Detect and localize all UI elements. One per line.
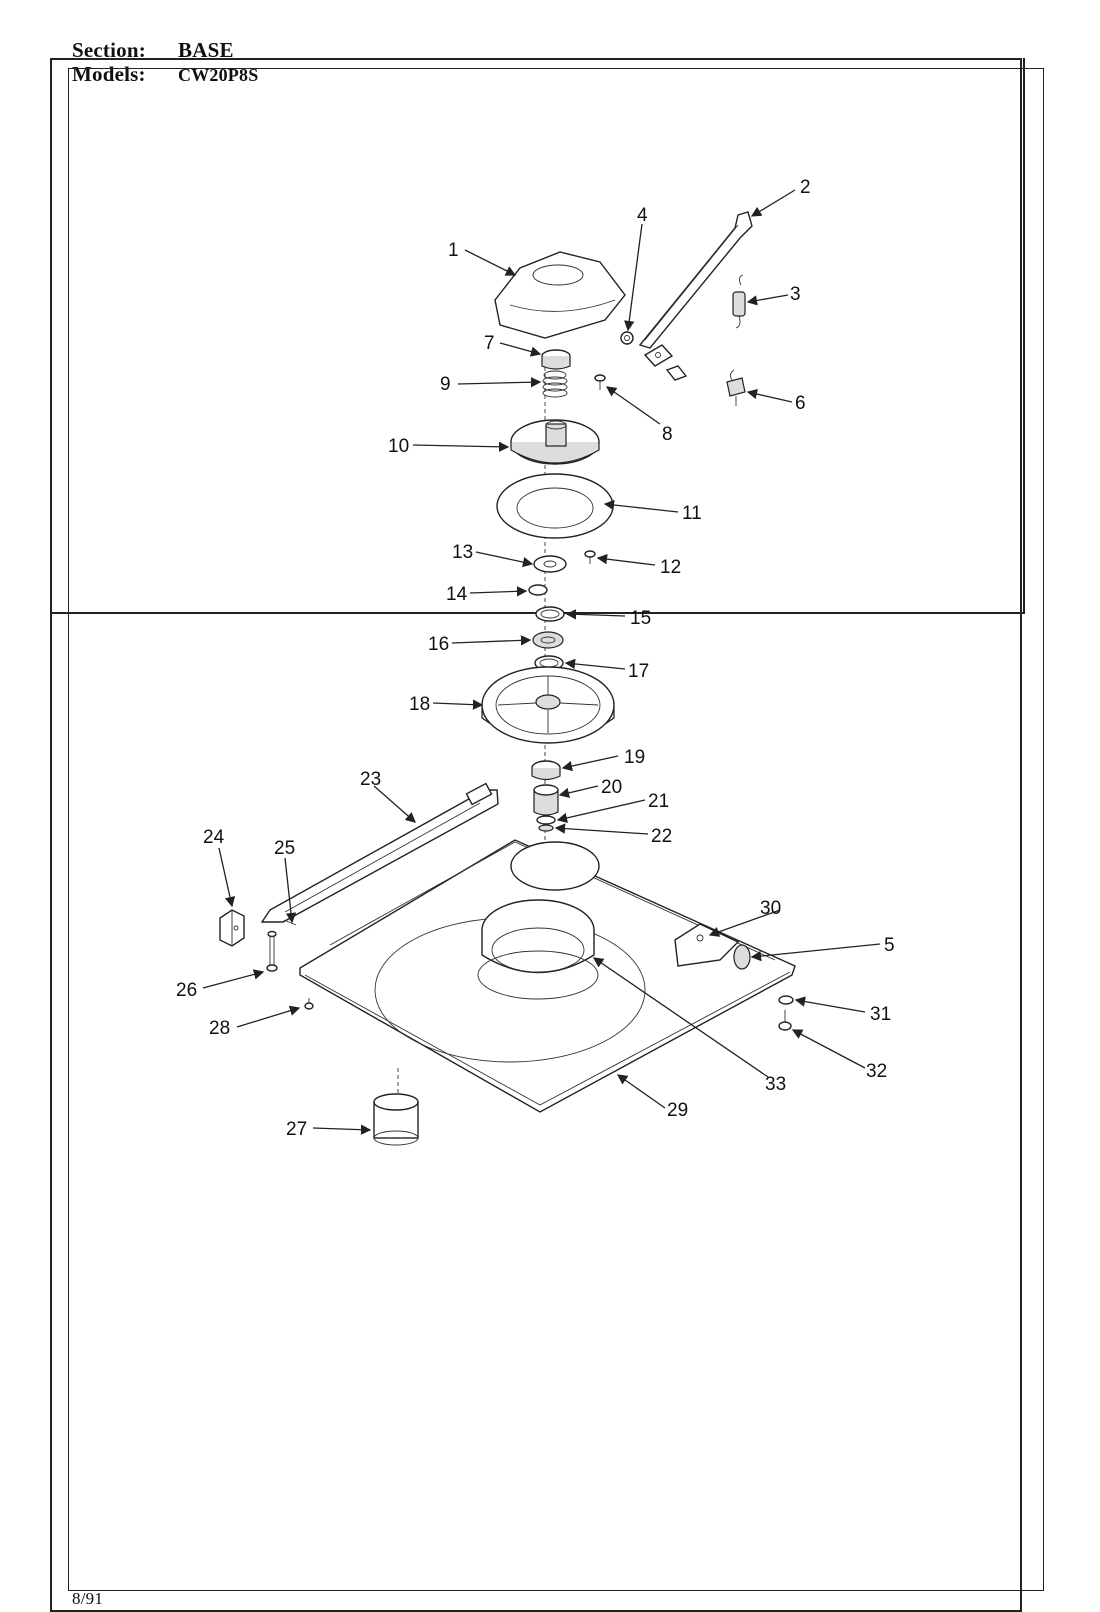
part-22-washer <box>538 824 554 832</box>
part-30-cover-plate <box>674 923 740 967</box>
callout-8: 8 <box>662 424 673 445</box>
callout-7: 7 <box>484 333 495 354</box>
part-19-bushing <box>531 760 561 781</box>
callout-23: 23 <box>360 769 381 790</box>
callout-17: 17 <box>628 661 649 682</box>
part-4-nut <box>620 331 634 345</box>
part-24-bracket <box>219 909 245 947</box>
leader-lines <box>202 189 881 1135</box>
part-21-ring <box>536 815 556 825</box>
part-15-ring <box>535 606 565 622</box>
callout-15: 15 <box>630 608 651 629</box>
part-18-pulley <box>481 666 615 744</box>
callout-11: 11 <box>682 503 702 524</box>
callout-30: 30 <box>760 898 781 919</box>
part-9-spring <box>542 370 568 398</box>
callout-21: 21 <box>648 791 669 812</box>
part-28-screw <box>304 998 314 1010</box>
part-14-clip-ring <box>528 584 548 596</box>
callout-14: 14 <box>446 584 468 605</box>
part-7-bushing <box>541 349 571 370</box>
callout-10: 10 <box>388 436 409 457</box>
callout-6: 6 <box>795 393 806 414</box>
callout-29: 29 <box>667 1100 688 1121</box>
part-31-washer <box>778 995 794 1005</box>
part-8-screw <box>594 374 606 390</box>
callout-18: 18 <box>409 694 430 715</box>
part-23-bar <box>260 782 499 923</box>
callout-13: 13 <box>452 542 473 563</box>
callout-32: 32 <box>866 1061 887 1082</box>
callout-4: 4 <box>637 205 648 226</box>
part-26-bolt <box>266 930 278 972</box>
part-12-screw <box>584 550 596 564</box>
part-25-pin <box>283 919 297 926</box>
callout-19: 19 <box>624 747 645 768</box>
part-27-leg <box>373 1068 419 1146</box>
part-10-clutch-plate <box>510 419 600 465</box>
callout-28: 28 <box>209 1018 230 1039</box>
callout-27: 27 <box>286 1119 307 1140</box>
part-32-bolt <box>778 1010 792 1031</box>
callout-22: 22 <box>651 826 672 847</box>
part-6-hook-switch <box>726 369 746 406</box>
bracket-plate <box>643 344 688 381</box>
part-2-lever-arm <box>638 211 753 349</box>
part-13-washer <box>533 555 567 573</box>
callout-33: 33 <box>765 1074 786 1095</box>
callout-31: 31 <box>870 1004 891 1025</box>
models-value: CW20P8S <box>178 65 259 85</box>
callout-5: 5 <box>884 935 895 956</box>
callout-12: 12 <box>660 557 681 578</box>
callout-20: 20 <box>601 777 622 798</box>
exploded-parts-diagram: 1 2 3 4 5 6 7 8 9 10 11 12 13 14 15 16 1… <box>176 177 895 1146</box>
part-16-bearing <box>532 631 564 649</box>
callout-1: 1 <box>448 240 459 261</box>
callout-2: 2 <box>800 177 811 198</box>
part-3-spring <box>732 274 746 329</box>
callout-9: 9 <box>440 374 451 395</box>
callout-3: 3 <box>790 284 801 305</box>
part-1-cover <box>494 251 626 339</box>
part-11-ring-plate <box>496 473 614 539</box>
part-20-coupling <box>533 784 559 816</box>
callout-25: 25 <box>274 838 295 859</box>
callout-24: 24 <box>203 827 225 848</box>
part-5-motor-pulley <box>733 944 751 970</box>
callout-26: 26 <box>176 980 197 1001</box>
part-29-base-pan <box>299 839 796 1113</box>
models-label: Models: <box>72 62 146 86</box>
callout-16: 16 <box>428 634 449 655</box>
callout-labels: 1 2 3 4 5 6 7 8 9 10 11 12 13 14 15 16 1… <box>176 177 895 1140</box>
footer-date: 8/91 <box>72 1589 104 1608</box>
